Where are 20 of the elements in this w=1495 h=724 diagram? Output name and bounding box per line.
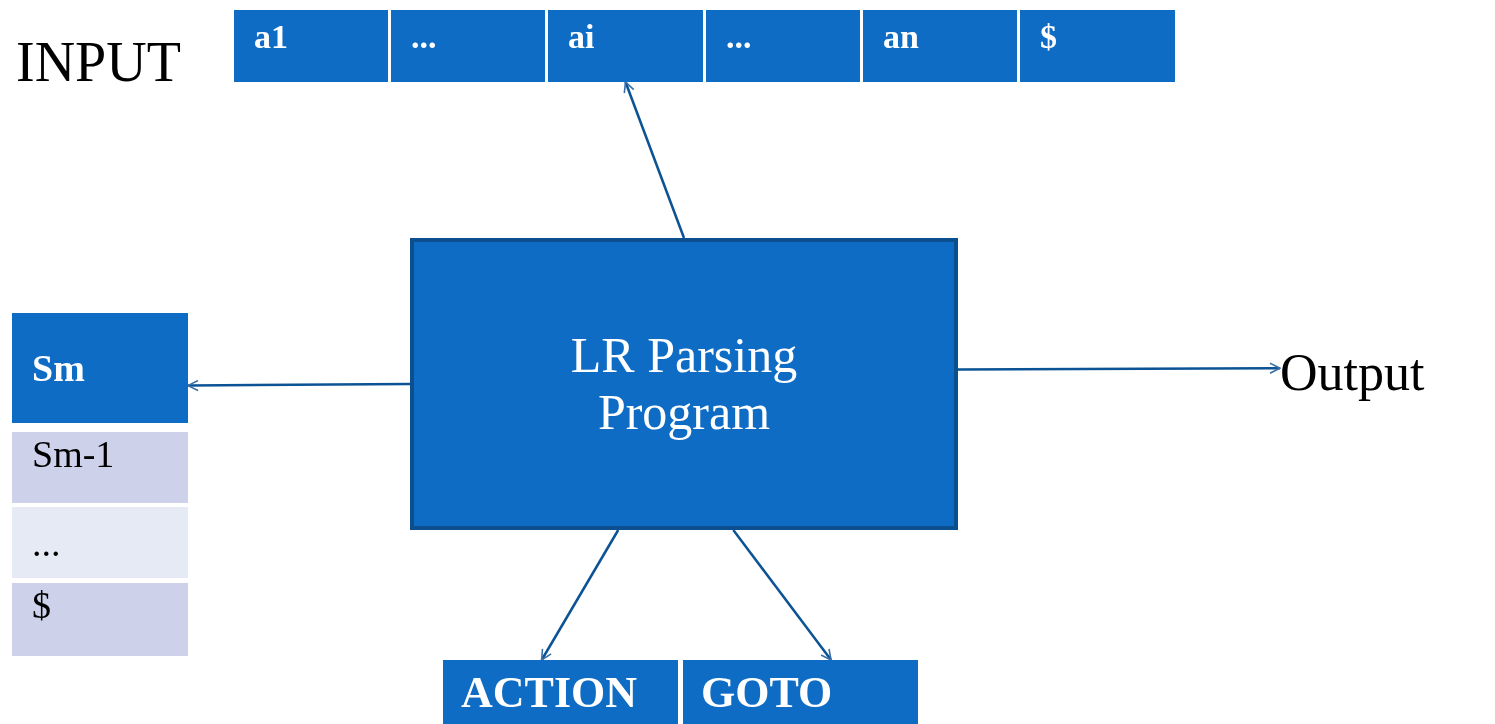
parser-program-box: LR Parsing Program bbox=[410, 238, 958, 530]
arrow bbox=[187, 379, 410, 392]
stack-cell: Sm-1 bbox=[12, 432, 188, 503]
stack-top-cell: Sm bbox=[12, 313, 188, 423]
input-tape-cell: an bbox=[863, 10, 1017, 82]
input-tape-cell: ... bbox=[706, 10, 860, 82]
input-label: INPUT bbox=[16, 30, 181, 94]
arrow bbox=[958, 362, 1281, 374]
input-tape-cell: ... bbox=[391, 10, 545, 82]
stack-cell: $ bbox=[12, 583, 188, 656]
input-tape-cell: $ bbox=[1020, 10, 1175, 82]
input-tape-cell: ai bbox=[548, 10, 703, 82]
arrow bbox=[623, 81, 686, 239]
parsing-table-cell: GOTO bbox=[683, 660, 918, 724]
input-tape-cell: a1 bbox=[234, 10, 388, 82]
parsing-table-cell: ACTION bbox=[443, 660, 678, 724]
output-label: Output bbox=[1280, 340, 1480, 404]
arrow bbox=[732, 529, 833, 661]
arrow bbox=[540, 529, 620, 661]
stack-cell: ... bbox=[12, 507, 188, 578]
